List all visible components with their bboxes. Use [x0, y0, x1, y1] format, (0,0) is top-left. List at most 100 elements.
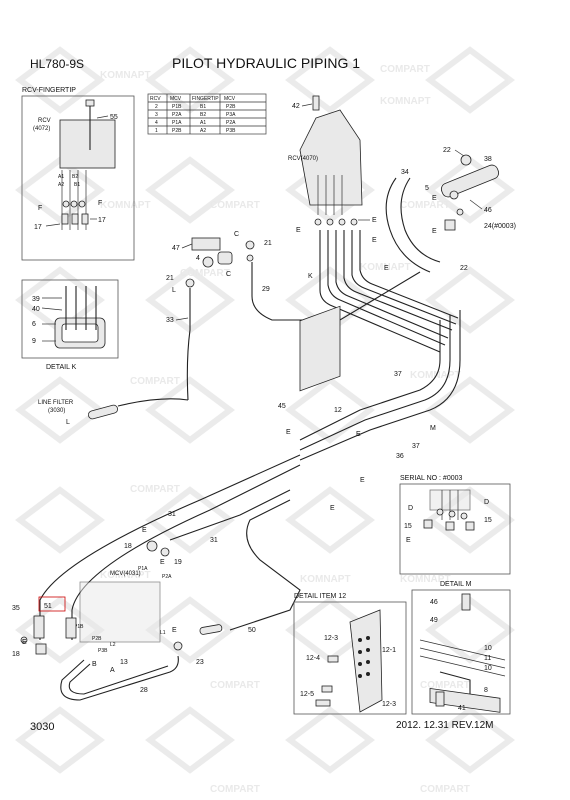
watermark-text: COMPART: [180, 268, 230, 279]
callout-label: 5: [425, 185, 429, 192]
callout-17: 17: [98, 217, 106, 224]
fitting-cluster-top-right: 22 38 34 5 46 24(#0003) E E 22 E: [384, 147, 516, 273]
callout-label: C: [234, 231, 239, 238]
callout-label: P3B: [98, 648, 108, 654]
callout-label: 15: [404, 523, 412, 530]
svg-text:E: E: [172, 627, 177, 634]
callout-label: 6: [32, 321, 36, 328]
rcv-4070-group: 42 RCV(4070) E E E K: [288, 95, 459, 353]
watermark-row: [15, 46, 515, 114]
section-label: DETAIL ITEM 12: [294, 593, 346, 600]
callout-label: 19: [174, 559, 182, 566]
rcv-body: [299, 109, 363, 206]
callout-label: 10: [484, 665, 492, 672]
rcv-fingertip-frame: [21, 95, 135, 261]
table-cell: P2A: [172, 112, 182, 118]
callout-label: 23: [196, 659, 204, 666]
callout-label: 47: [172, 245, 180, 252]
page-number: 3030: [30, 721, 54, 733]
callout-label: 31: [168, 511, 176, 518]
section-label: DETAIL M: [440, 581, 472, 588]
callout-F: F: [38, 205, 42, 212]
watermark-text: COMPART: [130, 376, 180, 387]
table-cell: B2: [200, 112, 206, 118]
callout-label: 42: [292, 103, 300, 110]
watermark-text: COMPART: [420, 680, 470, 691]
callout-label: 12-3: [382, 701, 396, 708]
detail-m-group: DETAIL M 46 49 10 11 10 8 41: [411, 581, 511, 715]
callout-label: 24(#0003): [484, 223, 516, 230]
callout-label: L1: [160, 630, 166, 636]
section-label: LINE FILTER: [38, 400, 74, 406]
watermark-text: KOMNAPT: [100, 70, 151, 81]
callout-label: 38: [484, 156, 492, 163]
section-label: (4072): [33, 126, 50, 132]
callout-label: 12-1: [382, 647, 396, 654]
watermark-text: KOMNAPT: [400, 574, 451, 585]
line-filter-group: LINE FILTER (3030) L: [38, 398, 189, 426]
callout-label: 11: [484, 655, 491, 662]
callout-label: 15: [484, 517, 492, 524]
callout-label: 36: [396, 453, 404, 460]
table-cell: B1: [200, 104, 206, 110]
watermark-text: COMPART: [210, 784, 260, 795]
rcv-body: [59, 119, 116, 169]
watermark-text: KOMNAPT: [380, 96, 431, 107]
callout-label: E: [372, 237, 377, 244]
callout-label: 12-4: [306, 655, 320, 662]
callout-label: D: [484, 499, 489, 506]
callout-label: 21: [264, 240, 272, 247]
page-title: PILOT HYDRAULIC PIPING 1: [172, 55, 360, 71]
table-cell: P2B: [226, 104, 236, 110]
callout-label: A2: [58, 182, 64, 188]
section-label: DETAIL K: [46, 364, 77, 371]
callout-label: P2A: [162, 574, 172, 580]
callout-label: P1A: [138, 566, 148, 572]
table-cell: P2A: [226, 120, 236, 126]
callout-label: 49: [430, 617, 438, 624]
table-header: FINGERTIP: [192, 96, 219, 102]
callout-label: 51: [44, 603, 52, 610]
detail-item12-group: DETAIL ITEM 12 12-3 12-4 12-5 12-1 12-3: [293, 593, 407, 715]
callout-label: P2B: [92, 636, 102, 642]
watermark-text: KOMNAPT: [100, 570, 151, 581]
rcv-fingertip-group: RCV-FINGERTIP RCV (4072) 55 A1 B2 A2 B1 …: [21, 87, 135, 261]
callout-label: E: [142, 527, 147, 534]
table-cell: P2B: [172, 128, 182, 134]
callout-label: K: [308, 273, 313, 280]
callout-label: 10: [484, 645, 492, 652]
callout-label: 13: [120, 659, 128, 666]
highlight-box-51: [38, 596, 66, 612]
callout-label: 41: [458, 705, 466, 712]
callout-label: E: [360, 477, 365, 484]
callout-label: L2: [110, 642, 116, 648]
svg-text:E: E: [22, 639, 27, 646]
watermark-text: COMPART: [420, 784, 470, 795]
callout-label: B2: [72, 174, 78, 180]
callout-label: 18: [12, 651, 20, 658]
table-cell: P1B: [172, 104, 182, 110]
callout-label: 37: [394, 371, 402, 378]
section-label: (3030): [48, 408, 65, 414]
callout-label: 12-5: [300, 691, 314, 698]
callout-label: 18: [124, 543, 132, 550]
callout-label: 46: [430, 599, 438, 606]
callout-label: B1: [74, 182, 80, 188]
callout-label: 39: [32, 296, 40, 303]
callout-label: 34: [401, 169, 409, 176]
watermark-text: COMPART: [210, 680, 260, 691]
callout-label: 29: [262, 286, 270, 293]
watermark-text: KOMNAPT: [100, 200, 151, 211]
mcv-body: [79, 581, 161, 643]
callout-label: 22: [460, 265, 468, 272]
callout-label: 22: [443, 147, 451, 154]
svg-text:E: E: [432, 195, 437, 202]
main-piping: 37 M 37 36 12 45 E E E E 31 31 E 18 19 E…: [12, 305, 461, 701]
callout-label: 33: [166, 317, 174, 324]
callout-label: L: [66, 419, 70, 426]
callout-label: E: [356, 431, 361, 438]
table-header: RCV: [150, 96, 161, 102]
svg-text:C: C: [226, 271, 231, 278]
